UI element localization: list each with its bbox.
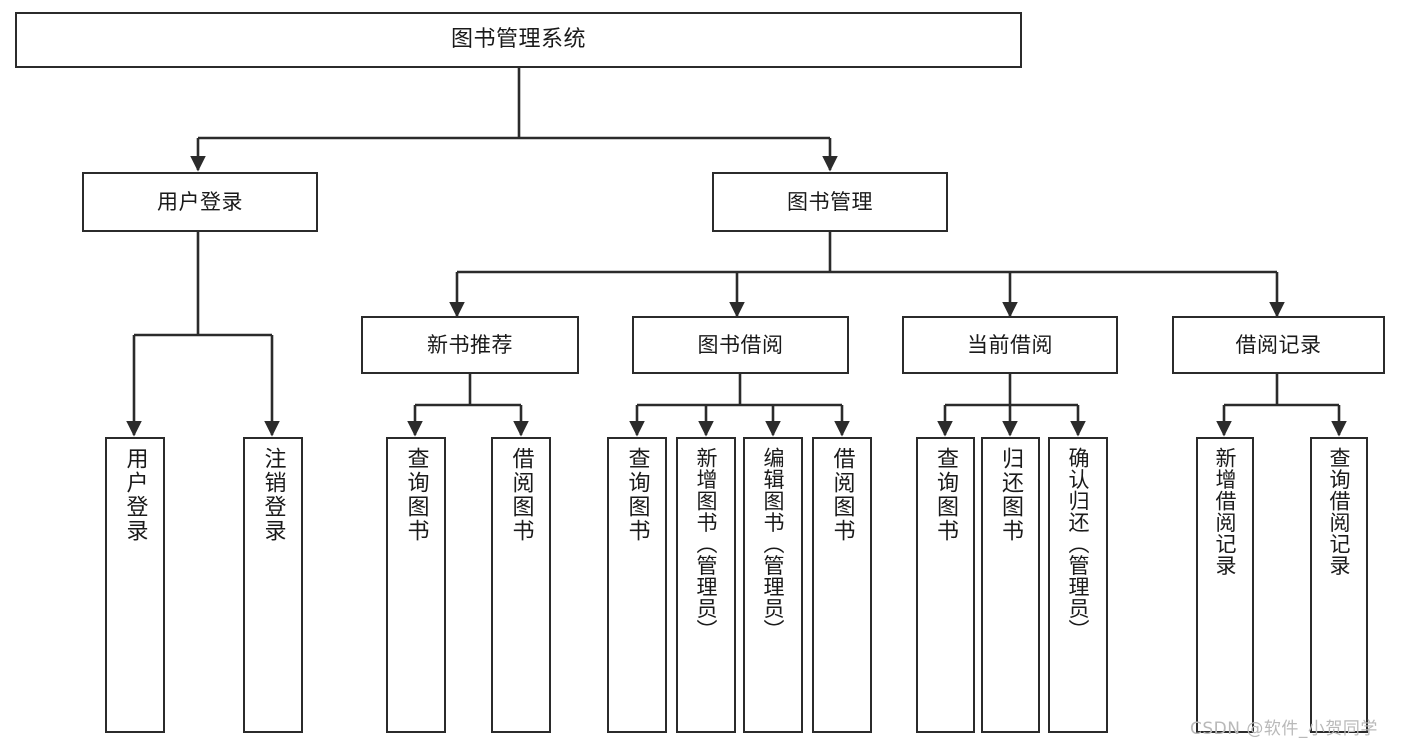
node-leaf-borrow-record-query[interactable]: 查询借阅记录 — [1310, 437, 1368, 733]
node-label: 确认归还（管理员） — [1066, 447, 1091, 641]
node-leaf-current-borrow-confirm-return[interactable]: 确认归还（管理员） — [1048, 437, 1108, 733]
node-label: 归还图书 — [998, 447, 1024, 543]
node-leaf-current-borrow-query[interactable]: 查询图书 — [916, 437, 975, 733]
node-module-book-management[interactable]: 图书管理 — [712, 172, 948, 232]
node-submodule-book-borrow[interactable]: 图书借阅 — [632, 316, 849, 374]
node-label: 新增图书（管理员） — [694, 447, 719, 641]
node-label: 当前借阅 — [967, 332, 1053, 357]
node-label: 查询借阅记录 — [1327, 447, 1352, 576]
node-submodule-borrow-record[interactable]: 借阅记录 — [1172, 316, 1385, 374]
node-label: 用户登录 — [122, 447, 148, 543]
node-module-user-login[interactable]: 用户登录 — [82, 172, 318, 232]
node-leaf-user-login-signin[interactable]: 用户登录 — [105, 437, 165, 733]
node-leaf-borrow-record-add[interactable]: 新增借阅记录 — [1196, 437, 1254, 733]
node-label: 查询图书 — [403, 447, 429, 543]
node-leaf-new-book-query[interactable]: 查询图书 — [386, 437, 446, 733]
node-label: 新增借阅记录 — [1213, 447, 1238, 576]
node-label: 借阅记录 — [1235, 332, 1322, 357]
node-label: 查询图书 — [624, 447, 650, 543]
node-leaf-new-book-borrow[interactable]: 借阅图书 — [491, 437, 551, 733]
node-leaf-current-borrow-return[interactable]: 归还图书 — [981, 437, 1040, 733]
node-leaf-book-borrow-edit[interactable]: 编辑图书（管理员） — [743, 437, 803, 733]
node-label: 图书借阅 — [697, 332, 784, 357]
node-label: 编辑图书（管理员） — [761, 447, 786, 641]
node-submodule-current-borrow[interactable]: 当前借阅 — [902, 316, 1118, 374]
node-root-system[interactable]: 图书管理系统 — [15, 12, 1022, 68]
node-label: 图书管理 — [787, 189, 873, 214]
node-label: 新书推荐 — [427, 332, 513, 357]
node-label: 注销登录 — [260, 447, 286, 543]
node-leaf-book-borrow-add[interactable]: 新增图书（管理员） — [676, 437, 736, 733]
node-label: 用户登录 — [157, 189, 243, 214]
node-leaf-user-login-signout[interactable]: 注销登录 — [243, 437, 303, 733]
node-label: 查询图书 — [933, 447, 959, 543]
node-leaf-book-borrow-lend[interactable]: 借阅图书 — [812, 437, 872, 733]
node-label: 图书管理系统 — [450, 27, 586, 53]
node-leaf-book-borrow-query[interactable]: 查询图书 — [607, 437, 667, 733]
csdn-watermark: CSDN @软件_小贺同学 — [1190, 719, 1378, 739]
node-label: 借阅图书 — [508, 447, 534, 543]
node-label: 借阅图书 — [829, 447, 855, 543]
node-submodule-new-book-recommend[interactable]: 新书推荐 — [361, 316, 579, 374]
